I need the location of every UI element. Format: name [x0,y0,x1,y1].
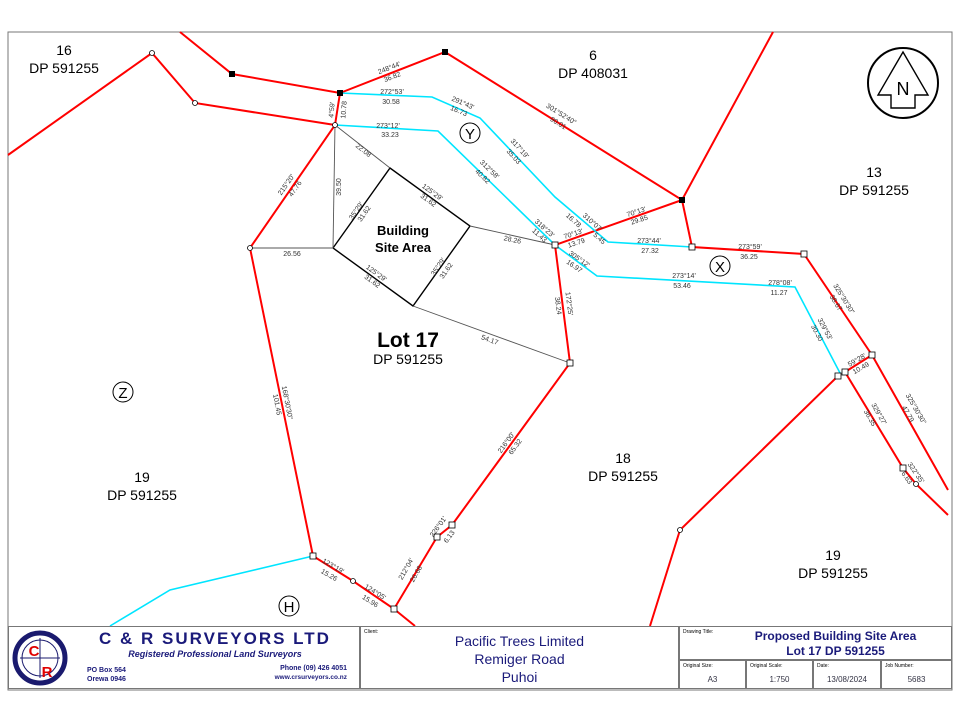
parcel-13-dp: DP 591255 [839,182,909,198]
drawing-frame [7,31,953,691]
north-label: N [897,79,910,99]
north-arrow: N [867,47,939,119]
measurement-label: 278°08' [768,279,792,287]
website[interactable]: www.crsurveyors.co.nz [274,674,347,681]
building-site-label-2: Site Area [375,240,432,255]
size-value: A3 [707,675,718,684]
drawing-title-line2: Lot 17 DP 591255 [786,644,885,658]
client-block: Client: Pacific Trees Limited Remiger Ro… [360,626,679,689]
parcel-19-east-dp: DP 591255 [798,565,868,581]
easement-h-label: H [284,599,295,616]
measurement-label: 16.78 [564,212,582,229]
original-scale-cell: Original Scale: 1:750 [746,660,813,689]
parcel-16-number: 16 [56,42,72,58]
measurement-label: 26.56 [283,251,301,258]
drawing-title-line1: Proposed Building Site Area [754,629,917,643]
measurement-label: 273°14' [672,272,696,280]
measurement-label: 53.46 [673,283,691,290]
svg-text:R: R [42,664,53,681]
measurement-label: 33.23 [381,132,399,139]
phone: Phone (09) 426 4051 [280,665,347,672]
parcel-19-west-number: 19 [134,469,150,485]
parcel-18-dp: DP 591255 [588,468,658,484]
measurement-label: 38.24 [553,297,562,315]
drawing-title-block: Drawing Title: Proposed Building Site Ar… [679,626,952,660]
job-number-cell: Job Number: 5683 [881,660,952,689]
client-locality: Puhoi [501,669,538,685]
parcel-labels: 16 DP 591255 6 DP 408031 13 DP 591255 Lo… [29,42,909,581]
date-cell: Date: 13/08/2024 [813,660,881,689]
job-value: 5683 [907,675,926,684]
measurement-label: 22.08 [354,143,372,159]
measurement-label: 273°12' [376,122,400,130]
client-road: Remiger Road [474,651,565,667]
parcel-19-east-number: 19 [825,547,841,563]
client-name: Pacific Trees Limited [454,633,585,649]
measurement-label: 101.45 [271,394,282,416]
measurement-label: 172°25' [564,292,575,316]
svg-text:C: C [29,643,40,660]
client-label: Client: [364,629,379,635]
town: Orewa 0946 [87,676,126,683]
date-value: 13/08/2024 [826,675,868,684]
lot-17-title: Lot 17 [377,329,439,352]
lot-17-dp: DP 591255 [373,351,443,367]
measurement-label: 36.25 [740,254,758,261]
scale-label: Original Scale: [750,663,783,669]
measurement-label: 4°59' [327,102,336,118]
building-site-label-1: Building [377,223,429,238]
easement-z-label: Z [118,385,127,402]
size-label: Original Size: [683,663,713,669]
original-size-cell: Original Size: A3 [679,660,746,689]
parcel-16-dp: DP 591255 [29,60,99,76]
measurement-label: 30.58 [382,99,400,106]
measurement-label: 11.27 [771,290,788,297]
boundaries [7,31,949,627]
measurement-label: 10.78 [340,101,349,119]
company-block: C R C & R SURVEYORS LTD Registered Profe… [8,626,360,689]
survey-marks [149,49,919,613]
measurement-label: 273°59' [738,243,762,251]
po-box: PO Box 564 [87,667,126,674]
easement-lines [109,92,841,627]
parcel-6-number: 6 [589,47,597,63]
measurement-label: 39.50 [336,178,343,196]
easement-markers: Y X Z H [112,122,731,617]
easement-y-label: Y [465,126,475,143]
scale-value: 1:750 [769,675,790,684]
company-name: C & R SURVEYORS LTD [99,629,331,648]
date-label: Date: [817,663,829,669]
company-logo: C R [12,630,68,686]
parcel-13-number: 13 [866,164,882,180]
parcel-6-dp: DP 408031 [558,65,628,81]
company-tagline: Registered Professional Land Surveyors [128,649,302,659]
measurement-label: 273°44' [637,237,661,245]
drawing-title-label: Drawing Title: [683,629,714,635]
measurement-label: 5.45 [592,232,607,246]
parcel-18-number: 18 [615,450,631,466]
building-site-lines [250,124,571,364]
parcel-19-west-dp: DP 591255 [107,487,177,503]
measurement-labels: 248°44' 36.82 272°53' 30.58 291°43' 16.7… [271,60,928,609]
measurement-label: 272°53' [380,88,404,96]
job-label: Job Number: [885,663,914,669]
easement-x-label: X [715,259,725,276]
measurement-label: 28.26 [503,235,522,246]
measurement-label: 27.32 [641,248,659,255]
